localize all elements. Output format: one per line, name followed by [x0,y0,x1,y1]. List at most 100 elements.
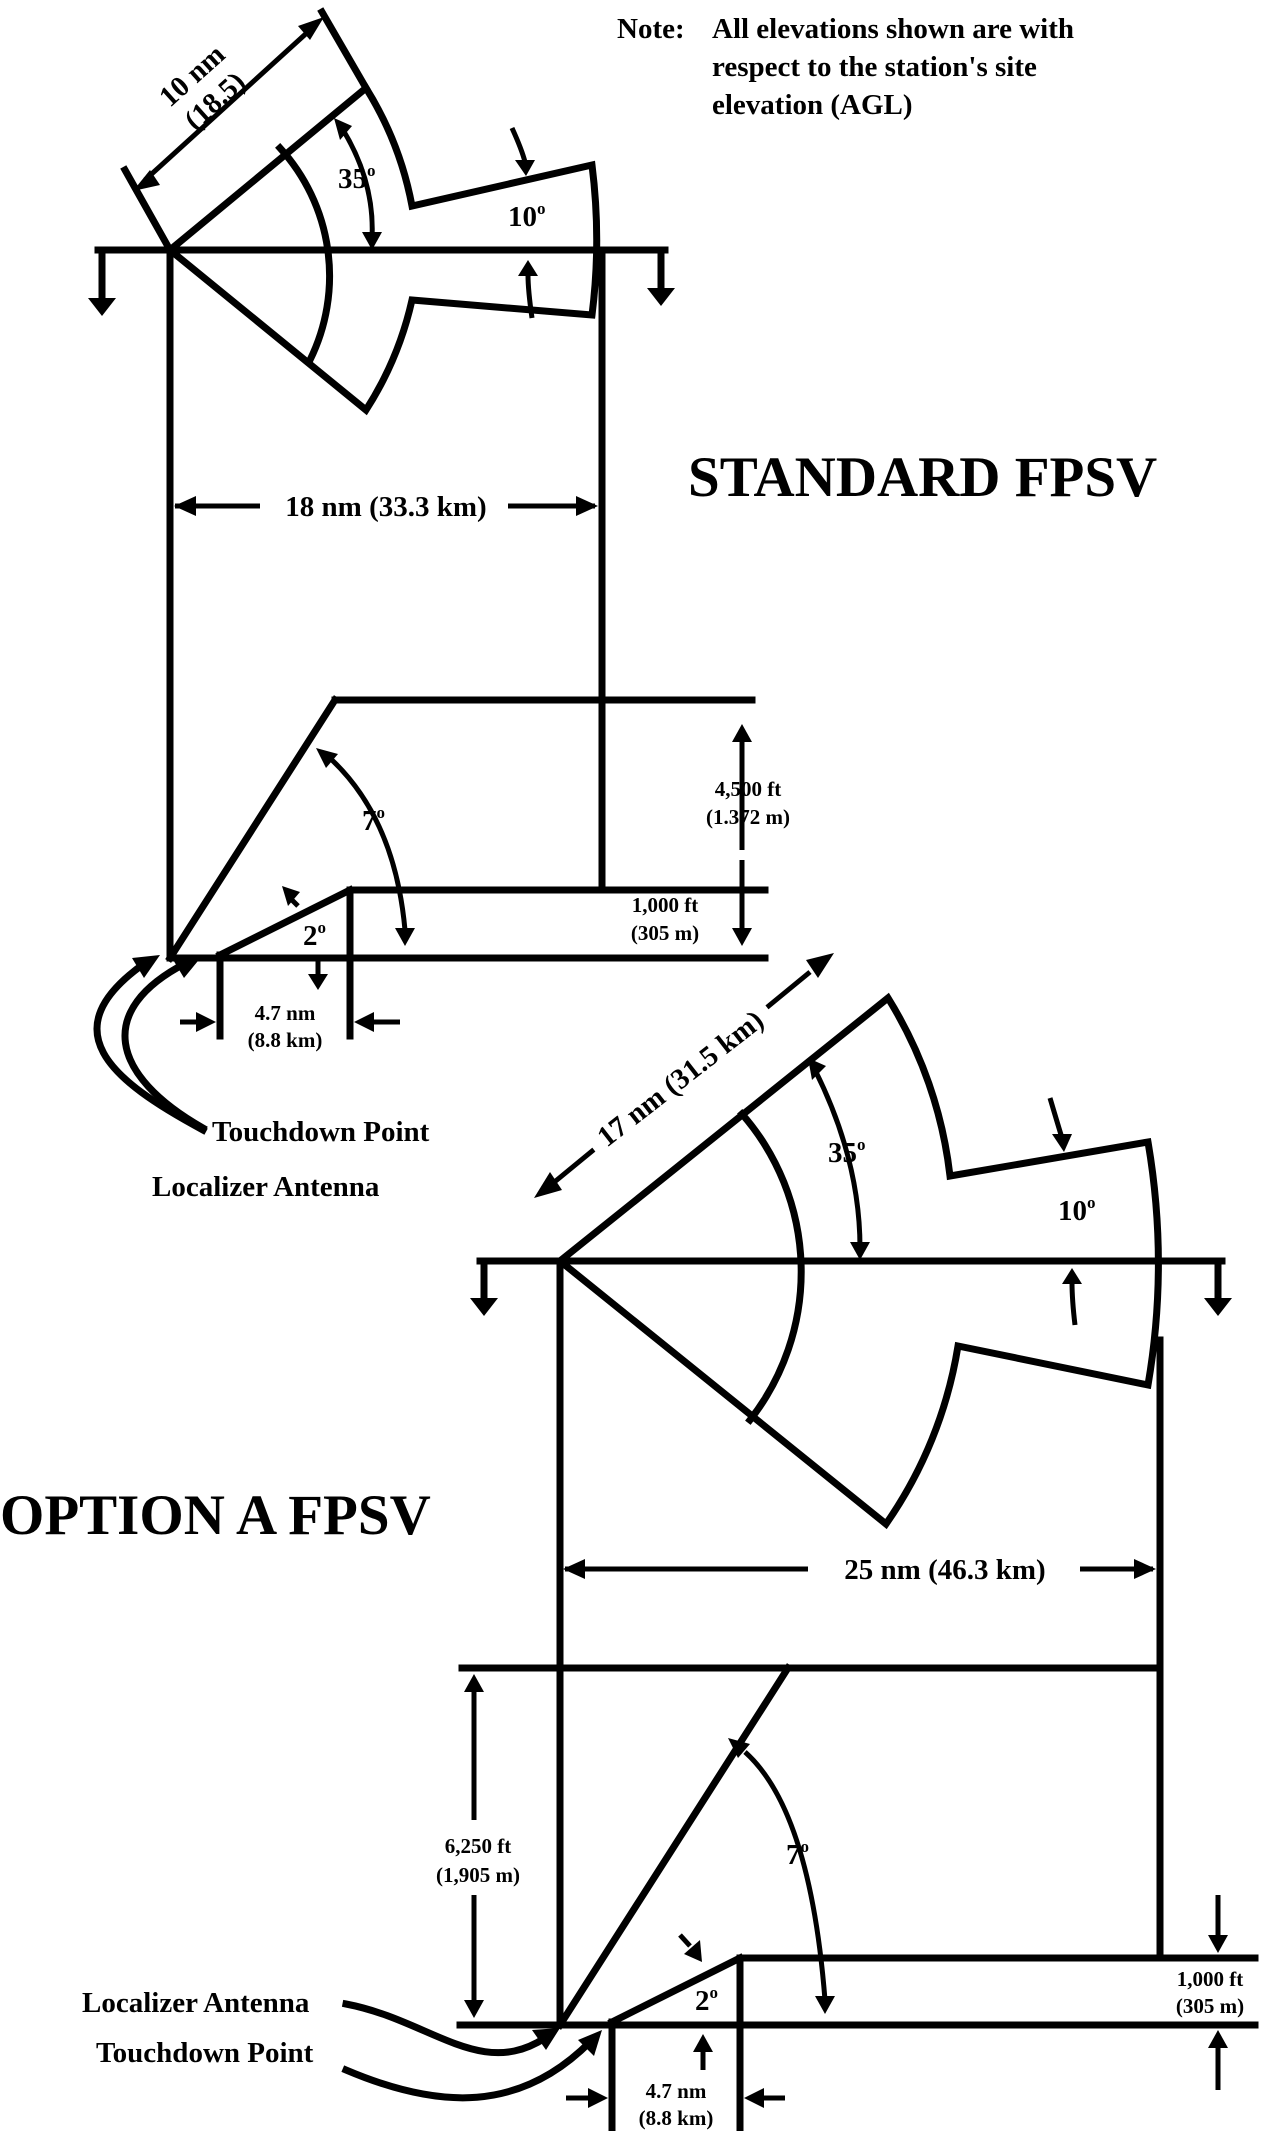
standard-offset-line-1: 4.7 nm [255,1001,316,1025]
option-a-inner-arc [737,1109,805,1425]
option-a-localizer-arrow [532,2028,560,2050]
option-a-lower-angle-label: 2o [695,1983,718,2017]
option-a-az-angle-label: 35o [828,1135,866,1169]
note-line-3: elevation (AGL) [712,89,913,121]
standard-lower-angle-label: 2o [303,918,326,952]
standard-az-arrow-bottom [362,232,382,250]
option-a-localizer-leader [341,1999,550,2057]
standard-radius-arrow-start [133,170,160,191]
standard-upper-angle-label: 7o [362,803,385,837]
standard-title: STANDARD FPSV [688,446,1157,509]
option-a-upper-angle-label: 7o [786,1837,809,1871]
option-a-localizer-label: Localizer Antenna [82,1987,310,2019]
standard-upper-angle-arc [330,758,408,931]
option-a-touchdown-arrow [578,2030,602,2056]
note-line-2: respect to the station's site [712,51,1037,83]
standard-width-label: 18 nm (33.3 km) [285,491,486,523]
standard-lower-angle-arrow-bottom [308,974,328,990]
standard-el-angle-label: 10o [508,199,546,233]
option-a-coverage-outline [554,992,1162,1530]
option-a-ceiling-arrow [464,1674,484,1692]
standard-profile-view: 4,500 ft (1.372 m) 1,000 ft (305 m) 7o 2… [93,695,790,1203]
standard-radius-extension-outer [317,7,371,93]
option-a-az-angle-arc [812,1068,863,1249]
standard-upper-slope [165,695,340,963]
standard-floor-arrow [732,928,752,946]
standard-lower-angle-arrow-top [282,886,300,906]
standard-touchdown-leader [121,958,208,1133]
standard-touchdown-arrow [172,956,202,978]
standard-radius-extension [120,165,175,255]
standard-az-angle-arc [337,123,375,239]
option-a-ceiling-line-1: 6,250 ft [445,1834,512,1858]
standard-upper-angle-arrow-bottom [395,928,415,946]
standard-offset-line-2: (8.8 km) [248,1028,323,1052]
standard-offset-arrow-left [196,1012,216,1032]
option-a-floor-line-2: (305 m) [1176,1994,1244,2018]
option-a-section-arrow-right [1204,1298,1232,1316]
option-a-touchdown-label: Touchdown Point [96,2037,314,2069]
option-a-lower-slope [607,1953,745,2027]
note-label: Note: [617,13,685,45]
option-a-floor-line-1: 1,000 ft [1177,1967,1244,1991]
standard-ceiling-arrow [732,724,752,742]
option-a-touchdown-leader [341,2037,595,2102]
option-a-radius-label: 17 nm (31.5 km) [591,1004,769,1153]
standard-section-arrow-right [647,288,675,306]
option-a-width-dimension: 25 nm (46.3 km) [563,1554,1156,1586]
standard-az-angle-label: 35o [338,161,376,195]
option-a-upper-slope [555,1663,793,2030]
standard-ceiling-line-2: (1.372 m) [706,805,790,829]
standard-el-arrow-top-shaft [509,126,528,163]
standard-width-arrow-right [576,496,598,516]
option-a-upper-angle-arc [743,1750,828,2001]
option-a-el-arrow-top [1052,1134,1072,1152]
option-a-offset-line-1: 4.7 nm [646,2079,707,2103]
option-a-width-label: 25 nm (46.3 km) [844,1554,1045,1586]
note-line-1: All elevations shown are with [712,13,1074,45]
option-a-el-arrow-bottom [1062,1268,1082,1284]
option-a-el-angle-label: 10o [1058,1193,1096,1227]
standard-el-arrow-top [515,160,535,176]
standard-el-arrow-bottom-shaft [525,274,535,319]
option-a-width-arrow-right [1134,1559,1156,1579]
option-a-profile-view: 6,250 ft (1,905 m) 7o 2o 1,000 ft (305 m… [82,1663,1259,2131]
standard-az-arrow-top [334,118,352,140]
standard-floor-line-2: (305 m) [631,921,699,945]
standard-radius-arrow-end [298,17,324,40]
standard-floor-line-1: 1,000 ft [632,893,699,917]
option-a-plan-view: 17 nm (31.5 km) 35o 10o [470,953,1232,1530]
standard-plan-view: 10 nm (18.5) 35o 10o [88,7,675,416]
option-a-ground-arrow [464,2000,484,2018]
standard-lower-slope [215,885,355,960]
standard-touchdown-label: Touchdown Point [212,1116,430,1148]
option-a-offset-arrow-right [744,2088,764,2108]
option-a-az-arrow-bottom [850,1242,870,1260]
standard-section-arrow-left [88,298,116,316]
option-a-title: OPTION A FPSV [0,1484,431,1547]
standard-el-arrow-bottom [518,260,538,276]
standard-localizer-leader [93,958,208,1135]
option-a-radius-arrow-end [806,953,834,978]
option-a-width-arrow-left [563,1559,585,1579]
standard-offset-arrow-right [354,1012,374,1032]
elevation-note: Note: All elevations shown are with resp… [617,13,1074,121]
option-a-az-arrow-top [808,1058,826,1080]
option-a-ceiling-line-2: (1,905 m) [436,1863,520,1887]
standard-upper-angle-arrow-top [316,748,338,768]
standard-localizer-label: Localizer Antenna [152,1171,380,1203]
option-a-offset-arrow-left [588,2088,608,2108]
option-a-upper-angle-arrow-top [728,1738,750,1758]
standard-width-dimension: 18 nm (33.3 km) [174,491,598,523]
standard-ceiling-line-1: 4,500 ft [715,777,782,801]
option-a-upper-angle-arrow-bottom [815,1996,835,2014]
standard-radius-dimension [143,28,312,182]
option-a-floor-arrow-top [1208,1935,1228,1953]
option-a-offset-line-2: (8.8 km) [639,2106,714,2130]
standard-width-arrow-left [174,496,196,516]
standard-inner-arc [275,143,334,365]
option-a-lower-angle-arrow-top [684,1940,702,1962]
standard-coverage-outline [164,82,601,416]
option-a-radius-arrow-start [534,1172,562,1198]
